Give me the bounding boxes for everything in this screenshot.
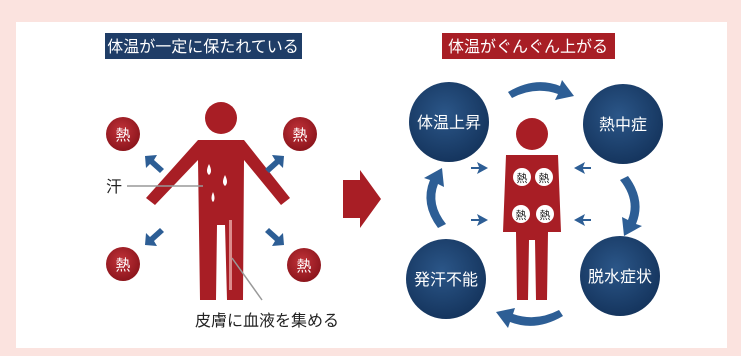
right-person-figure [503,118,561,300]
body-heat-dot-3: 熱 [512,205,530,223]
svg-text:熱: 熱 [517,172,528,185]
skin-highlight [229,220,232,290]
heat-circle-bottom-left: 熱 [106,247,140,281]
svg-text:熱: 熱 [292,126,307,144]
cycle-arrow-bottom [496,308,563,328]
heat-circle-bottom-right: 熱 [287,248,321,282]
svg-text:熱: 熱 [539,172,550,185]
sweat-label: 汗 [106,177,122,196]
svg-text:脱水症状: 脱水症状 [588,267,652,286]
skin-label: 皮膚に血液を集める [195,311,339,330]
cycle-circle-heatstroke: 熱中症 [583,84,663,164]
svg-text:熱: 熱 [115,126,130,144]
cycle-circle-dehydration: 脱水症状 [580,236,660,316]
svg-text:発汗不能: 発汗不能 [414,270,478,289]
cycle-circle-body-temp-rise: 体温上昇 [409,82,489,162]
cycle-arrow-right [620,176,642,236]
transition-arrow [343,170,381,228]
cycle-arrows [424,80,642,328]
right-title-box [442,33,615,59]
svg-text:熱: 熱 [516,209,527,222]
left-title-box [105,33,302,59]
left-title: 体温が一定に保たれている [107,37,299,56]
right-title: 体温がぐんぐん上がる [448,37,608,56]
svg-text:熱中症: 熱中症 [599,115,647,134]
cycle-circle-anhidrosis: 発汗不能 [406,239,486,319]
svg-text:体温上昇: 体温上昇 [417,113,481,132]
heat-arrows-left [145,155,284,246]
body-heat-dot-4: 熱 [536,205,554,223]
svg-text:熱: 熱 [540,209,551,222]
cycle-arrow-top [508,80,574,100]
cycle-arrow-left [424,168,446,228]
skin-leader-line [231,257,263,301]
body-heat-dot-1: 熱 [513,168,531,186]
sweat-drops [207,164,227,202]
inward-arrows-right [471,162,591,226]
heat-circle-top-right: 熱 [283,117,317,151]
left-person-figure [146,102,290,300]
body-heat-dot-2: 熱 [535,168,553,186]
heat-circle-top-left: 熱 [106,117,140,151]
svg-text:熱: 熱 [296,257,311,275]
svg-text:熱: 熱 [115,256,130,274]
